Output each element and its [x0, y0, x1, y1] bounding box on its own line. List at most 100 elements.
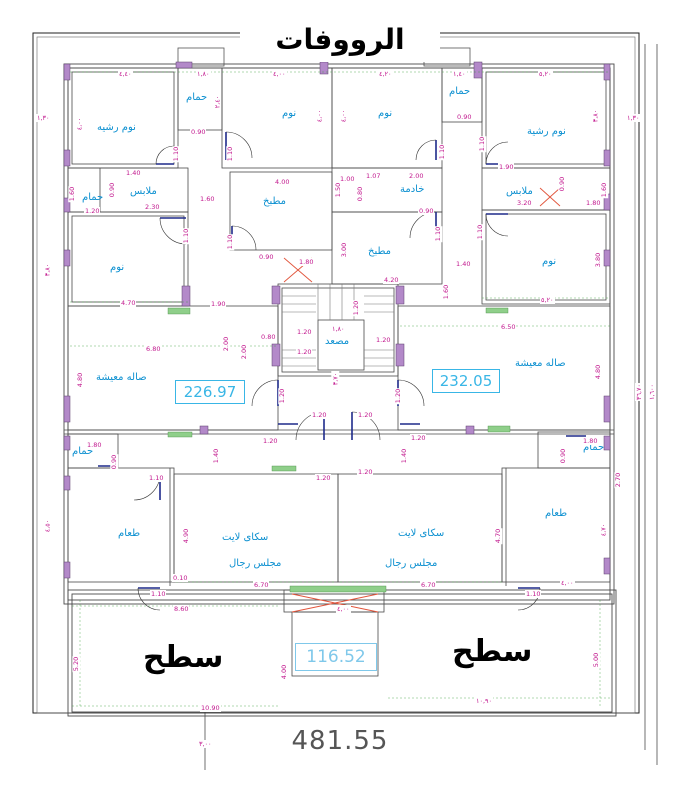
dimension-label-vertical: ٢,٤٠ — [213, 94, 222, 110]
room-living-l: صاله معيشة — [96, 372, 147, 383]
room-bedroom-top-c1: نوم — [282, 108, 297, 119]
dimension-label-vertical: 0.80 — [356, 185, 365, 203]
room-kitchen-l: مطبخ — [263, 196, 287, 207]
dimension-label: ٤,٠٠ — [560, 579, 575, 587]
dimension-label-vertical: 1.20 — [352, 299, 361, 317]
room-elevator: مصعد — [325, 336, 350, 347]
dimension-label-vertical: 3.80 — [594, 251, 603, 269]
dimension-label-vertical: ٤,٠٠ — [339, 108, 348, 124]
area-right-apartment: 232.05 — [432, 369, 500, 393]
dimension-label: 6.70 — [420, 581, 437, 589]
dimension-label: ١,٨٠ — [196, 70, 211, 78]
room-bedroom-mr: نوم — [542, 256, 557, 267]
dimension-label: ١,٣٠ — [36, 114, 51, 122]
dimension-label: 1.90 — [498, 163, 515, 171]
dimension-label-vertical: ٤,٥٠ — [43, 518, 52, 534]
dimension-label-vertical: 1.40 — [212, 447, 221, 465]
dimension-label: 1.10 — [148, 474, 165, 482]
dimension-label-vertical: 0.90 — [559, 447, 568, 465]
area-roof-stair: 116.52 — [295, 643, 377, 671]
room-bath-bl: حمام — [72, 446, 94, 457]
dimension-label: 1.80 — [86, 441, 103, 449]
dimension-label: 1.80 — [298, 258, 315, 266]
dimension-label-vertical: 4.00 — [280, 663, 289, 681]
opening-markers — [167, 307, 511, 593]
dimension-label-vertical: 2.00 — [222, 335, 231, 353]
dimension-label-vertical: 4.80 — [594, 363, 603, 381]
room-bedroom-tl: نوم رشيه — [97, 122, 136, 133]
room-majlis-r: مجلس رجال — [385, 558, 438, 569]
dimension-label-vertical: ٣,٨٠ — [43, 262, 52, 278]
dimension-label: ٤,٠٠ — [272, 70, 287, 78]
dimension-label-vertical: 1.50 — [334, 181, 343, 199]
dimension-label: 1.20 — [357, 468, 374, 476]
dimension-label-vertical: ٤,٠٠ — [75, 116, 84, 132]
dimension-label: 0.90 — [258, 253, 275, 261]
dimension-label: ٥,٢٠ — [538, 70, 553, 78]
dimension-label: 0.90 — [418, 207, 435, 215]
dimension-label: ١٠,٩٠ — [475, 697, 494, 705]
dimension-label: ١,٣٠ — [626, 114, 641, 122]
stair-treads — [282, 284, 394, 367]
roof-label-left: سطح — [143, 640, 224, 675]
dimension-label-vertical: 1.20 — [278, 387, 287, 405]
dimension-label-vertical: 1.20 — [394, 387, 403, 405]
room-bath-l2: حمام — [82, 192, 104, 203]
dimension-label: 6.50 — [500, 323, 517, 331]
plan-title: الرووفات — [240, 18, 440, 62]
dimension-label-vertical: 4.80 — [76, 371, 85, 389]
dimension-label-vertical: 1.10 — [226, 145, 235, 163]
dimension-label: 1.20 — [375, 336, 392, 344]
area-left-apartment: 226.97 — [175, 380, 245, 404]
dimension-label: 1.60 — [199, 195, 216, 203]
dimension-label: ٤,٢٠ — [378, 70, 393, 78]
dimension-label: 0.10 — [172, 574, 189, 582]
window-markers — [63, 61, 611, 579]
exterior-walls — [63, 63, 617, 717]
dimension-label-vertical: 1.10 — [478, 135, 487, 153]
dimension-label: ٣,٠٠ — [198, 740, 213, 748]
dimension-label: 0.90 — [456, 113, 473, 121]
dimension-label: 0.80 — [260, 333, 277, 341]
dimension-label: 1.07 — [365, 172, 382, 180]
dimension-label: 6.70 — [253, 581, 270, 589]
dimension-label: ١,٤٠ — [452, 70, 467, 78]
room-skylight-r: سكاى لايت — [398, 528, 445, 539]
dimension-label-vertical: 0.90 — [108, 181, 117, 199]
dimension-label: 6.80 — [145, 345, 162, 353]
dimension-label-vertical: 5.00 — [592, 651, 601, 669]
room-bath-tl: حمام — [186, 92, 208, 103]
dimension-label-vertical: ١,٦٠٠ — [648, 382, 657, 402]
dimension-label: 4.00 — [274, 178, 291, 186]
dimension-label: 8.60 — [173, 605, 190, 613]
room-maid-r: خادمة — [400, 184, 425, 195]
dimension-label-vertical: 1.40 — [400, 447, 409, 465]
dimension-label: 1.00 — [339, 175, 356, 183]
room-bath-br: حمام — [583, 442, 605, 453]
dimension-label: ٤,٠٠ — [336, 605, 351, 613]
dimension-label-vertical: 4.70 — [494, 527, 503, 545]
roof-label-right: سطح — [452, 634, 533, 669]
dimension-label: 3.20 — [516, 199, 533, 207]
room-dressing-l: ملابس — [130, 186, 157, 197]
void-cross-marks — [283, 187, 561, 613]
dimension-label: 1.20 — [296, 348, 313, 356]
dimension-label-vertical: 1.60 — [68, 185, 77, 203]
top-notch-left — [177, 47, 225, 67]
dimension-label: 2.30 — [144, 203, 161, 211]
dimension-label: ٤,٤٠ — [118, 70, 133, 78]
dimension-label-vertical: ٤,٠٠ — [315, 108, 324, 124]
dimension-label: 1.80 — [585, 199, 602, 207]
room-majlis-l: مجلس رجال — [229, 558, 282, 569]
dimension-label: ٥,٢٠ — [540, 296, 555, 304]
doors — [98, 131, 586, 611]
room-dining-r: طعام — [545, 508, 568, 519]
dimension-label: 2.00 — [408, 172, 425, 180]
dimension-label-vertical: 4.90 — [182, 527, 191, 545]
dimension-label: 1.10 — [150, 590, 167, 598]
dimension-label-vertical: ٣,٨٠ — [591, 108, 600, 124]
dimension-label: 4.20 — [383, 276, 400, 284]
dimension-label: 1.20 — [296, 328, 313, 336]
dimension-label: 1.40 — [125, 169, 142, 177]
